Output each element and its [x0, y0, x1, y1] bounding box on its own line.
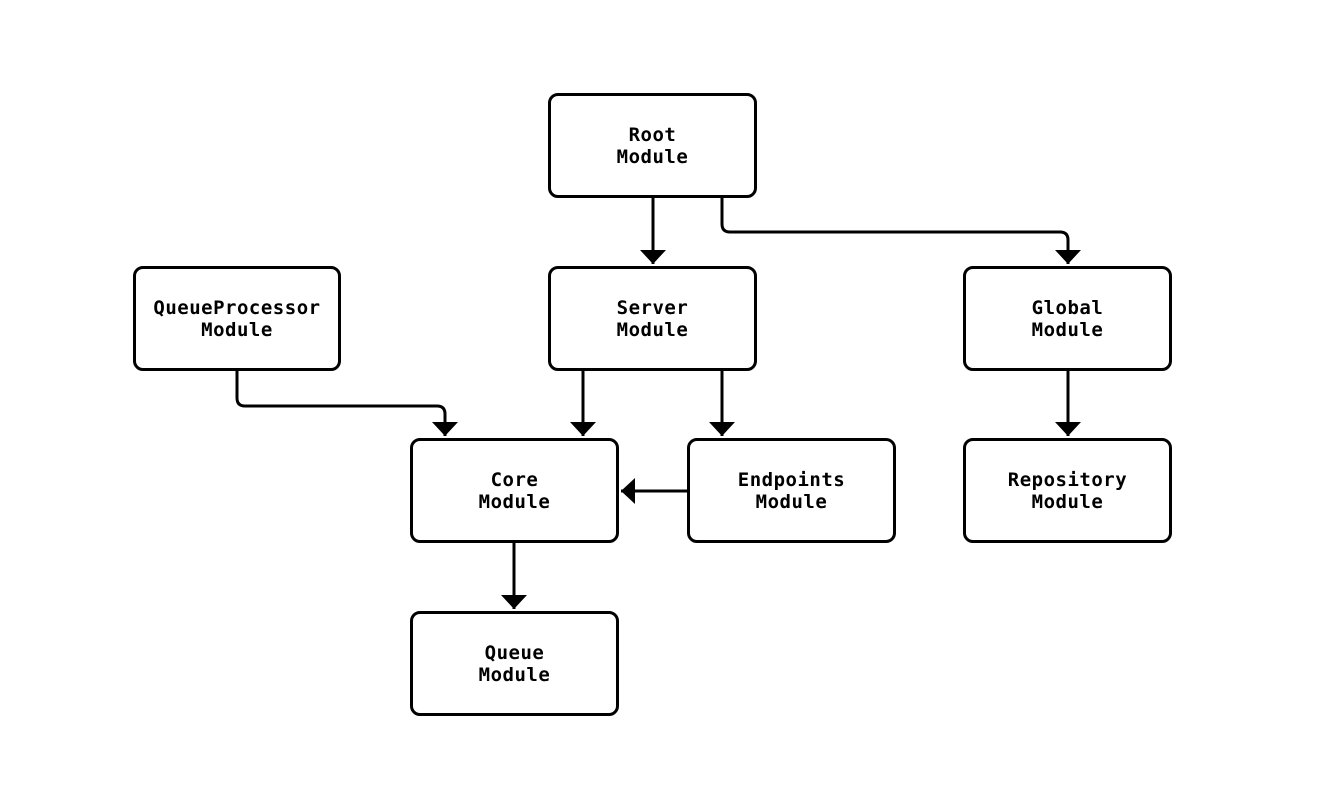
node-queue-module-label-line2: Module [478, 663, 551, 686]
node-endpoints-module-label-line1: Endpoints [737, 468, 846, 491]
node-repository-module: Repository Module [963, 438, 1172, 543]
node-core-module: Core Module [410, 438, 619, 543]
node-queue-module: Queue Module [410, 611, 619, 716]
node-queueprocessor-module-label-line1: QueueProcessor [153, 296, 321, 319]
node-global-module-label-line2: Module [1031, 318, 1104, 341]
node-queue-module-label-line1: Queue [484, 641, 545, 664]
node-core-module-label-line1: Core [490, 468, 539, 491]
node-root-module-label-line2: Module [616, 145, 689, 168]
node-server-module-label-line1: Server [616, 296, 689, 319]
node-global-module-label-line1: Global [1031, 296, 1104, 319]
node-root-module-label-line1: Root [628, 123, 677, 146]
node-server-module: Server Module [548, 266, 757, 371]
node-endpoints-module: Endpoints Module [687, 438, 896, 543]
node-queueprocessor-module: QueueProcessor Module [133, 266, 341, 371]
node-server-module-label-line2: Module [616, 318, 689, 341]
edge-queueprocessor-to-core [235, 371, 458, 436]
node-queueprocessor-module-label-line2: Module [201, 318, 273, 341]
edge-root-to-global [720, 198, 1081, 264]
node-repository-module-label-line1: Repository [1007, 468, 1128, 491]
node-root-module: Root Module [548, 93, 757, 198]
node-core-module-label-line2: Module [478, 490, 551, 513]
node-global-module: Global Module [963, 266, 1172, 371]
node-repository-module-label-line2: Module [1031, 490, 1104, 513]
node-endpoints-module-label-line2: Module [755, 490, 828, 513]
